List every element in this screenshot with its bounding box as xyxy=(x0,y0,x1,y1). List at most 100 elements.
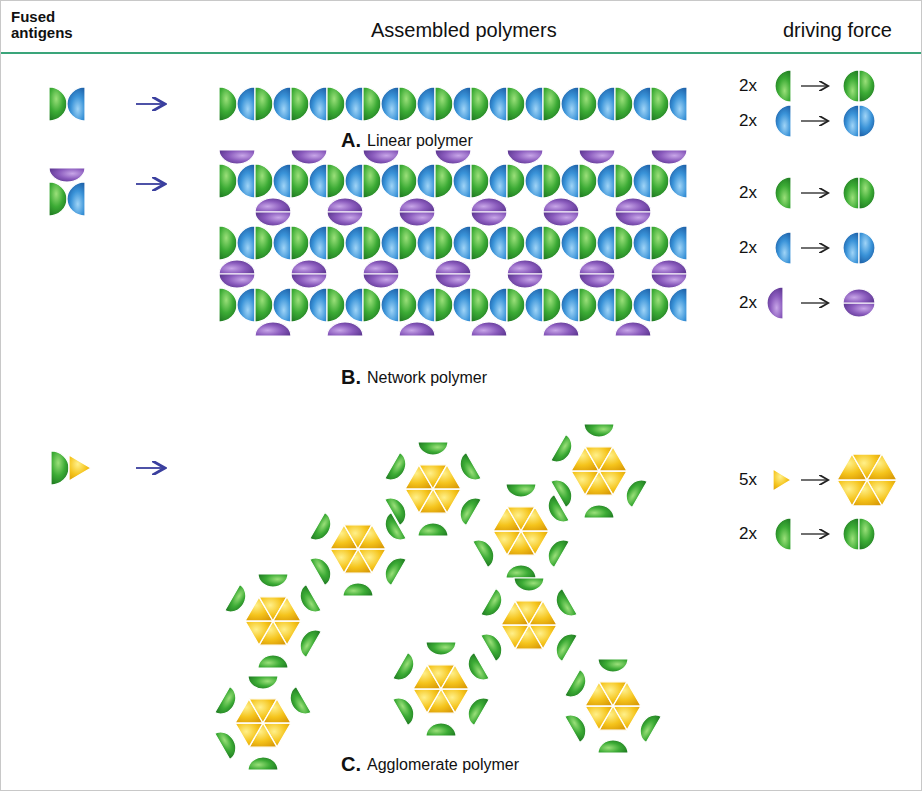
antigen-half xyxy=(525,226,543,260)
pentamer-subunit xyxy=(358,525,386,549)
antigen-half xyxy=(219,164,237,198)
antigen-half xyxy=(489,87,507,121)
antigen-half xyxy=(489,226,507,260)
antigen-half xyxy=(380,553,406,585)
antigen-half xyxy=(345,226,363,260)
antigen-half xyxy=(237,226,255,260)
antigen-half xyxy=(507,164,525,198)
antigen-half xyxy=(399,322,435,336)
arrow xyxy=(801,120,827,121)
arrow xyxy=(801,247,827,248)
antigen-half xyxy=(471,288,489,322)
antigen-half xyxy=(219,87,237,121)
antigen-half xyxy=(399,164,417,198)
antigen-half xyxy=(615,164,633,198)
antigen-half xyxy=(843,289,875,303)
antigen-half xyxy=(309,87,327,121)
antigen-half xyxy=(399,87,417,121)
label-text: Agglomerate polymer xyxy=(367,756,519,774)
antigen-half xyxy=(258,574,288,587)
antigen-half xyxy=(273,164,291,198)
antigen-half xyxy=(543,535,569,567)
antigen-half xyxy=(455,453,481,485)
antigen-half xyxy=(651,274,687,288)
antigen-half xyxy=(514,578,544,591)
antigen-half xyxy=(393,693,419,725)
antigen-half xyxy=(310,553,336,585)
antigen-half xyxy=(859,177,875,209)
antigen-half xyxy=(561,226,579,260)
antigen-half xyxy=(579,164,597,198)
label-text: 2x xyxy=(739,111,757,131)
antigen-half xyxy=(633,87,651,121)
antigen-half xyxy=(551,589,577,621)
antigen-half xyxy=(363,164,381,198)
antigen-half xyxy=(363,226,381,260)
antigen-half xyxy=(471,322,507,336)
pentamer-subunit xyxy=(529,601,557,625)
arrow xyxy=(801,533,827,534)
antigen-half xyxy=(381,87,399,121)
antigen-half xyxy=(343,583,373,596)
antigen-half xyxy=(543,198,579,212)
arrow xyxy=(136,183,163,185)
antigen-half xyxy=(843,303,875,317)
antigen-half xyxy=(435,150,471,164)
label-text: 2x xyxy=(739,76,757,96)
antigen-half xyxy=(345,164,363,198)
pentamer-subunit xyxy=(413,689,441,713)
antigen-half xyxy=(463,693,489,725)
antigen-half xyxy=(525,87,543,121)
arrow xyxy=(801,85,827,86)
antigen-half xyxy=(507,226,525,260)
antigen-half xyxy=(543,288,561,322)
antigen-half xyxy=(584,424,614,437)
pentamer-subunit xyxy=(599,447,627,471)
antigen-half xyxy=(295,585,321,617)
pentamer-subunit xyxy=(69,455,91,481)
antigen-half xyxy=(291,87,309,121)
antigen-half xyxy=(775,232,791,264)
pentamer-subunit xyxy=(867,454,897,480)
antigen-half xyxy=(399,288,417,322)
antigen-half xyxy=(273,87,291,121)
antigen-half xyxy=(219,260,255,274)
antigen-half xyxy=(471,226,489,260)
antigen-half xyxy=(309,226,327,260)
antigen-half xyxy=(579,150,615,164)
antigen-half xyxy=(561,288,579,322)
label-text: Assembled polymers xyxy=(371,19,557,42)
antigen-half xyxy=(225,585,251,617)
label-text: A. xyxy=(341,129,361,152)
antigen-half xyxy=(435,87,453,121)
antigen-half xyxy=(345,288,363,322)
antigen-half xyxy=(507,260,543,274)
antigen-half xyxy=(291,260,327,274)
antigen-half xyxy=(417,87,435,121)
pentamer-subunit xyxy=(585,706,613,730)
label-text: C. xyxy=(341,753,361,776)
antigen-half xyxy=(669,288,687,322)
antigen-half xyxy=(417,288,435,322)
label-text: driving force xyxy=(783,19,892,42)
antigen-half xyxy=(255,322,291,336)
antigen-half xyxy=(295,625,321,657)
antigen-half xyxy=(507,274,543,288)
antigen-half xyxy=(345,87,363,121)
antigen-half xyxy=(635,710,661,742)
antigen-half xyxy=(579,87,597,121)
antigen-half xyxy=(67,87,85,121)
arrow xyxy=(801,302,827,303)
antigen-half xyxy=(291,164,309,198)
pentamer-subunit xyxy=(837,480,867,506)
antigen-half xyxy=(561,164,579,198)
antigen-half xyxy=(363,274,399,288)
antigen-half xyxy=(651,260,687,274)
antigen-half xyxy=(543,495,569,527)
pentamer-subunit xyxy=(571,471,599,495)
antigen-half xyxy=(363,288,381,322)
antigen-half xyxy=(51,451,69,485)
antigen-half xyxy=(843,70,859,102)
antigen-half xyxy=(843,518,859,550)
